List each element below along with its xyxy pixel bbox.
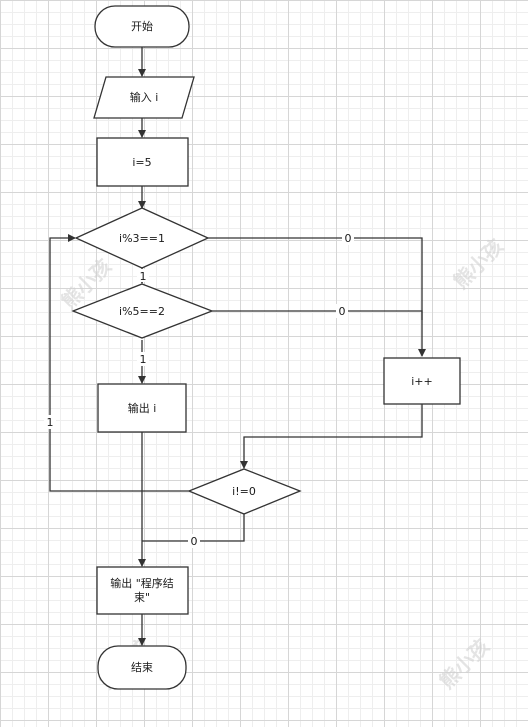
output-i-label: 输出 i	[128, 401, 157, 415]
start-terminal[interactable]	[94, 5, 190, 48]
label-bg	[137, 269, 149, 282]
input-label: 输入 i	[130, 90, 159, 104]
edge-label-cond2-yes: 1	[140, 353, 147, 366]
cond3-diamond[interactable]	[187, 468, 302, 515]
label-bg	[137, 352, 149, 366]
cond3-label: i!=0	[232, 485, 256, 498]
cond1-diamond[interactable]	[74, 207, 210, 269]
cond2-label: i%5==2	[119, 305, 165, 318]
edge-cond2-no[interactable]	[212, 310, 423, 320]
assign-box[interactable]	[96, 137, 189, 187]
end-terminal[interactable]	[97, 645, 187, 690]
edge-label-cond3-yes: 1	[47, 416, 54, 429]
output-end-box[interactable]	[96, 566, 189, 615]
label-bg	[188, 534, 200, 548]
edge-cond3-yes-loop[interactable]	[49, 234, 190, 492]
watermark-text: 熊小孩	[449, 234, 508, 293]
edge-label-cond2-no: 0	[339, 305, 346, 318]
incr-label: i++	[411, 375, 433, 388]
edge-incr-cond3[interactable]	[240, 404, 423, 469]
input-parallelogram[interactable]	[93, 76, 195, 119]
edge-label-cond3-no: 0	[191, 535, 198, 548]
edge-labels: 0 1 0 1 1 0	[44, 231, 354, 548]
label-bg	[342, 231, 354, 245]
watermark-text: 熊小孩	[435, 634, 494, 693]
end-label: 结束	[131, 661, 153, 674]
node-labels: 开始 输入 i i=5 i%3==1 i%5==2 输出 i i++ i!=0 …	[110, 19, 433, 674]
output-end-label-line1: 输出 "程序结	[110, 576, 174, 590]
incr-box[interactable]	[383, 357, 461, 405]
start-label: 开始	[131, 19, 153, 33]
output-end-label-line2: 束"	[134, 591, 150, 604]
edge-label-cond1-no: 0	[345, 232, 352, 245]
edge-cond1-no[interactable]	[208, 237, 426, 357]
cond1-label: i%3==1	[119, 232, 165, 245]
label-bg	[336, 304, 348, 318]
output-i-box[interactable]	[97, 383, 187, 433]
edge-cond3-no[interactable]	[142, 514, 245, 542]
nodes	[71, 5, 461, 690]
cond2-diamond[interactable]	[71, 283, 214, 339]
label-bg	[44, 415, 56, 429]
assign-label: i=5	[132, 156, 151, 169]
edges	[49, 47, 426, 646]
edge-label-cond1-yes: 1	[140, 270, 147, 283]
